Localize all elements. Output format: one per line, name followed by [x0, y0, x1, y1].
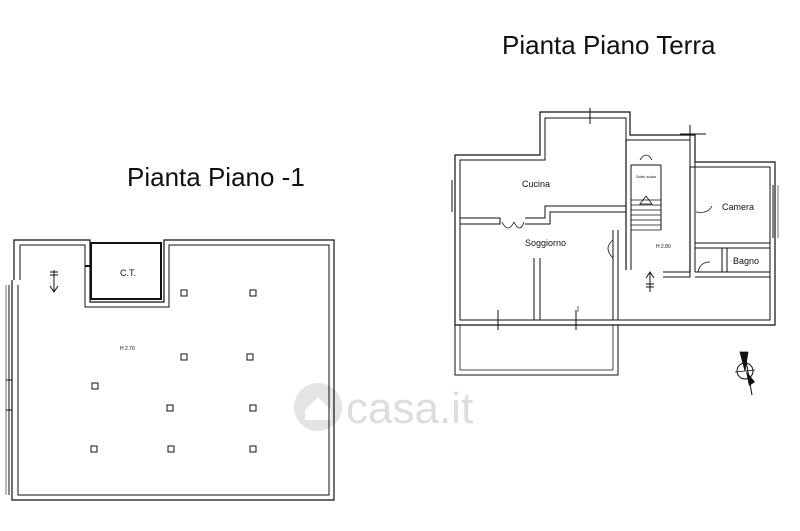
- casa-logo-icon: [294, 383, 342, 431]
- basement-outer-wall: [11, 239, 335, 501]
- pillars: [90, 289, 257, 453]
- ct-room: [90, 242, 162, 300]
- basement-title: Pianta Piano -1: [127, 162, 305, 192]
- portico: [454, 325, 619, 376]
- ground-floor-outer-wall: [454, 111, 776, 326]
- ground-floor-inner-wall: [459, 117, 771, 321]
- entry-arrow-icon: [49, 270, 59, 293]
- basement-inner-wall: [17, 244, 330, 496]
- room-label-bathroom: Bagno: [733, 256, 759, 266]
- staircase: [631, 195, 661, 231]
- room-label-stair: Sotto scala: [636, 174, 657, 179]
- watermark: casa.it: [294, 383, 473, 433]
- room-label-kitchen: Cucina: [522, 179, 550, 189]
- ct-room-label: C.T.: [120, 268, 136, 278]
- room-label-bedroom: Camera: [722, 202, 754, 212]
- window-markers: [488, 108, 706, 330]
- watermark-text: casa.it: [346, 384, 473, 433]
- basement-plan: [5, 239, 335, 501]
- ground-floor-height-label: H 2.80: [656, 244, 671, 250]
- ground-floor-plan: [451, 108, 779, 376]
- entry-arrow-icon: [645, 271, 655, 292]
- ground-floor-title: Pianta Piano Terra: [502, 30, 716, 60]
- north-arrow-icon: [734, 351, 756, 396]
- room-label-living: Soggiorno: [525, 238, 566, 248]
- basement-height-label: H 2.70: [120, 346, 135, 352]
